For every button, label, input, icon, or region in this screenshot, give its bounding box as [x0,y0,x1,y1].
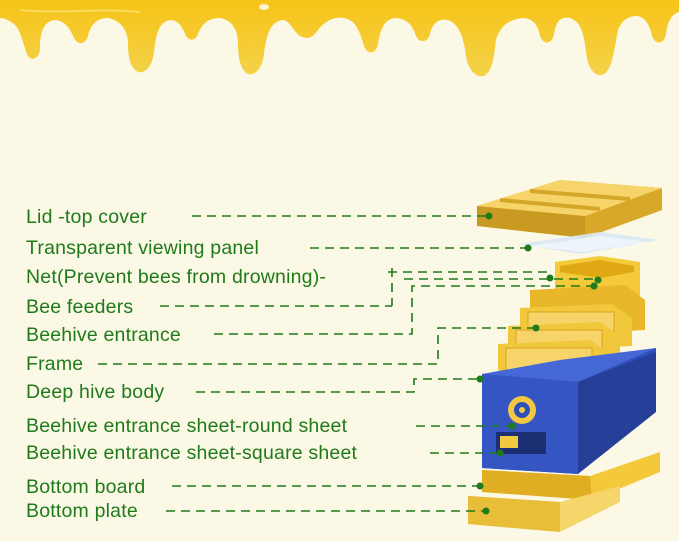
label-transparent-viewing-panel: Transparent viewing panel [26,237,259,259]
transparent-viewing-panel [520,232,660,254]
label-lid-top-cover: Lid -top cover [26,206,147,228]
label-entrance-round-sheet: Beehive entrance sheet-round sheet [26,415,347,437]
label-bottom-plate: Bottom plate [26,500,138,522]
label-frame: Frame [26,353,83,375]
label-beehive-entrance: Beehive entrance [26,324,181,346]
label-bee-feeders: Bee feeders [26,296,133,318]
label-entrance-square-sheet: Beehive entrance sheet-square sheet [26,442,357,464]
label-bottom-board: Bottom board [26,476,145,498]
lid-top-cover [477,180,662,238]
label-deep-hive-body: Deep hive body [26,381,164,403]
label-net: Net(Prevent bees from drowning)- [26,266,326,288]
